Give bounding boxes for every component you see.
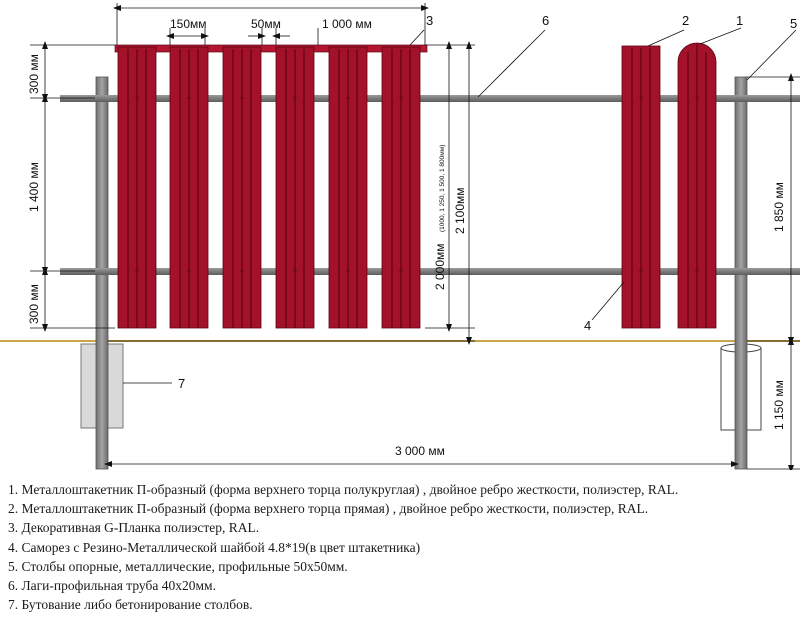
callout-5: 5: [790, 16, 797, 31]
top-lag: [60, 95, 800, 102]
picket-flat-right: [621, 45, 661, 329]
dim-picket-height-note: (1000, 1 250, 1 500, 1 800мм): [439, 145, 446, 232]
callout-7: 7: [178, 376, 185, 391]
fence-drawing: 150мм 50мм 1 000 мм 300 мм 1 400 мм 300 …: [0, 3, 800, 473]
dim-top-offset: 300 мм: [27, 54, 41, 94]
picket-flat-5: [328, 46, 368, 329]
dim-picket-width: 150мм: [170, 17, 207, 31]
legend-list: 1. Металлоштакетник П-образный (форма ве…: [8, 480, 800, 614]
dim-total-height: 2 100мм: [453, 187, 467, 234]
dim-post-above: 1 850 мм: [772, 182, 786, 232]
legend-item-4: 4. Саморез с Резино-Металлической шайбой…: [8, 539, 421, 555]
legend-item-7: 7. Бутование либо бетонирование столбов.: [8, 597, 253, 613]
picket-flat-6: [381, 46, 421, 329]
picket-flat-2: [169, 46, 209, 329]
dim-picket-height: 2 000мм: [433, 243, 447, 290]
dim-lag-spacing: 1 400 мм: [27, 162, 41, 212]
g-plank: [114, 44, 428, 53]
legend-item-3: 3. Декоративная G-Планка полиэстер, RAL.: [8, 520, 260, 536]
dim-span-top: 1 000 мм: [322, 17, 372, 31]
legend-item-2: 2. Металлоштакетник П-образный (форма ве…: [8, 501, 649, 517]
callout-6: 6: [542, 13, 549, 28]
dim-span-bottom: 3 000 мм: [395, 444, 445, 458]
callout-2: 2: [682, 13, 689, 28]
picket-flat-4: [275, 46, 315, 329]
legend-item-5: 5. Столбы опорные, металлические, профил…: [8, 558, 348, 574]
picket-flat-1: [117, 46, 157, 329]
picket-flat-3: [222, 46, 262, 329]
screws: [639, 96, 699, 273]
dim-post-below: 1 150 мм: [772, 380, 786, 430]
callout-1: 1: [736, 13, 743, 28]
dim-bottom-offset: 300 мм: [27, 284, 41, 324]
picket-rounded-right: [677, 42, 717, 329]
dim-gap: 50мм: [251, 17, 281, 31]
callout-4: 4: [584, 318, 591, 333]
callout-3: 3: [426, 13, 433, 28]
pickets-flat-top: [117, 46, 421, 329]
bottom-lag: [60, 268, 800, 275]
legend-item-6: 6. Лаги-профильная труба 40х20мм.: [8, 578, 216, 594]
legend-item-1: 1. Металлоштакетник П-образный (форма ве…: [8, 482, 679, 497]
